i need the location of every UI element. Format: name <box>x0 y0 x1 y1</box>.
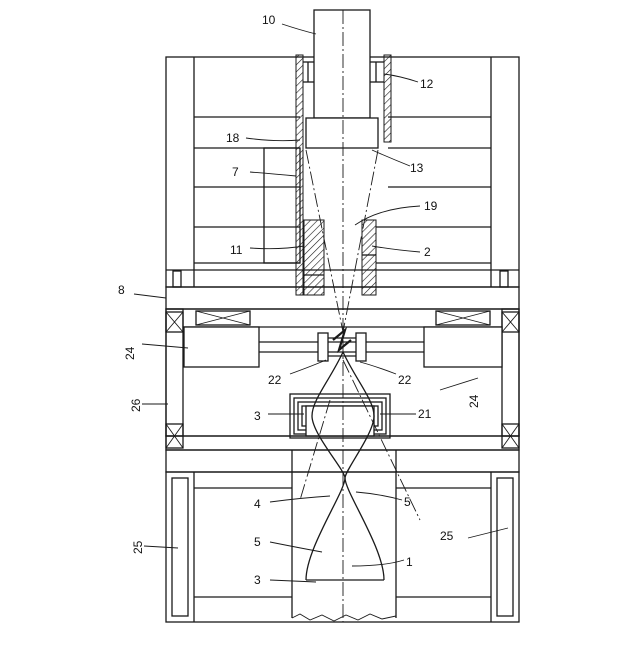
label-10: 10 <box>262 13 276 27</box>
label-24-left: 24 <box>123 346 137 360</box>
holder-10 <box>303 10 384 118</box>
label-24-right: 24 <box>467 394 481 408</box>
label-3-lower: 3 <box>254 573 261 587</box>
gripper-22 <box>318 330 366 361</box>
label-25-left: 25 <box>131 540 145 554</box>
label-21: 21 <box>418 407 432 421</box>
actuator-24-left <box>184 327 259 367</box>
actuator-24-right <box>424 327 502 367</box>
label-12: 12 <box>420 77 434 91</box>
label-26: 26 <box>129 398 143 412</box>
label-13: 13 <box>410 161 424 175</box>
beam-8 <box>166 287 519 309</box>
label-4: 4 <box>254 497 261 511</box>
heater-coil-21 <box>290 394 390 438</box>
label-19: 19 <box>424 199 438 213</box>
label-22-right: 22 <box>398 373 412 387</box>
block-18 <box>306 118 378 148</box>
label-8: 8 <box>118 283 125 297</box>
base-plate <box>166 450 519 472</box>
bottom-frame <box>166 450 519 622</box>
label-22-left: 22 <box>268 373 282 387</box>
label-25-right: 25 <box>440 529 454 543</box>
label-11: 11 <box>230 243 243 257</box>
label-2: 2 <box>424 245 431 259</box>
label-1: 1 <box>406 555 413 569</box>
label-7: 7 <box>232 165 239 179</box>
label-5-right: 5 <box>404 495 411 509</box>
label-18: 18 <box>226 131 240 145</box>
label-3-upper: 3 <box>254 409 261 423</box>
label-5-left: 5 <box>254 535 261 549</box>
